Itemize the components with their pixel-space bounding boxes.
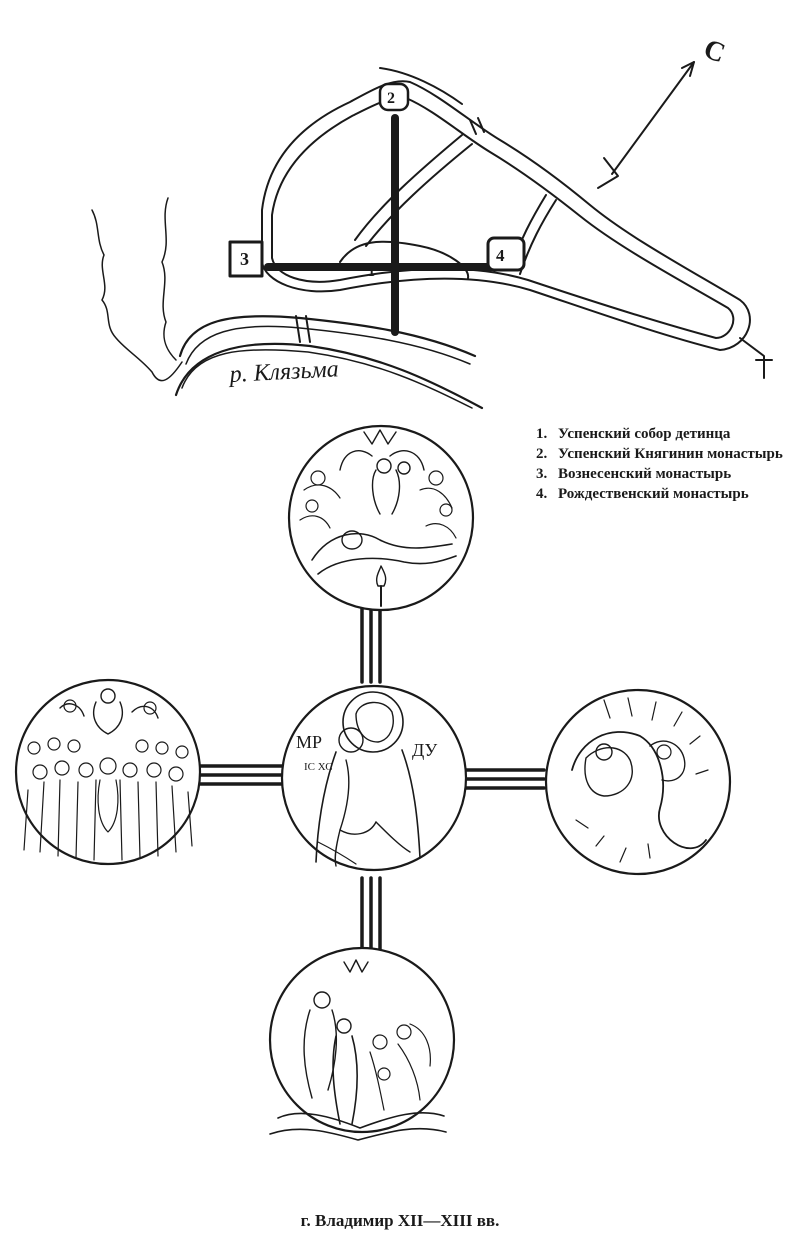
marker-1: 1 [368,265,375,280]
legend-number: 2. [536,446,548,462]
legend-number: 1. [536,426,548,442]
legend-item-3: 3. Вознесенский монастырь [536,464,798,484]
detinets-wall [339,240,470,279]
rampart-inner [271,96,735,339]
river-bank-north [178,315,477,358]
north-label: С [700,33,730,69]
connector-right [462,768,546,790]
baptism-medallion-icon [268,946,456,1141]
legend-text: Рождественский монастырь [558,486,749,502]
marker-4-label: 4 [496,246,505,265]
bridge-line-b [305,315,311,343]
legend-item-2: 2. Успенский Княгинин монастырь [536,444,798,464]
connector-left [198,764,284,786]
marker-3-label: 3 [240,249,249,269]
legend-text: Вознесенский монастырь [558,466,732,482]
legend-number: 3. [536,466,548,482]
gate-tick-1 [469,119,477,135]
legend-text: Успенский Княгинин монастырь [558,446,783,462]
dormition-medallion-icon [287,424,475,612]
figure-caption: г. Владимир XII—XIII вв. [300,1211,500,1230]
marker-3: 3 [228,240,264,278]
north-road [379,67,463,105]
legend-number: 4. [536,486,548,502]
rampart-division-a2 [365,143,473,247]
city-plan-map: 1 2 3 4 р. Клязьма С [91,33,773,410]
river-bank-south [174,342,484,410]
rampart-outer [261,80,751,351]
bridge-line-a [295,315,301,343]
legend-item-1: 1. Успенский собор детинца [536,424,798,444]
marker-4: 4 [486,236,526,272]
inscription-du: ДУ [412,740,437,760]
legend-text: Успенский собор детинца [558,426,731,442]
inscription-mr: МР [296,732,322,752]
gate-tick-2 [477,117,485,133]
ravine-stream [161,197,177,361]
icon-cross: МР ДУ ІС ХС [14,424,732,1141]
theotokos-medallion-icon: МР ДУ ІС ХС [280,684,468,872]
marker-2-label: 2 [387,90,395,107]
marker-2: 2 [378,82,410,112]
nativity-medallion-icon [544,688,732,876]
river-label: р. Клязьма [227,356,339,388]
connector-top [360,606,382,684]
river-bank-south-inner [181,348,473,409]
ascension-medallion-icon [14,678,202,866]
east-exit [739,337,765,379]
rampart-division-a [354,134,463,241]
left-stream [91,209,183,382]
marker-1-label: 1 [368,265,375,280]
legend-list: 1. Успенский собор детинца 2. Успенский … [536,424,798,504]
north-arrow: С [597,33,730,189]
inscription-ic-xc: ІС ХС [304,761,333,773]
legend-item-4: 4. Рождественский монастырь [536,484,798,504]
river-bank-north-inner [185,325,471,365]
